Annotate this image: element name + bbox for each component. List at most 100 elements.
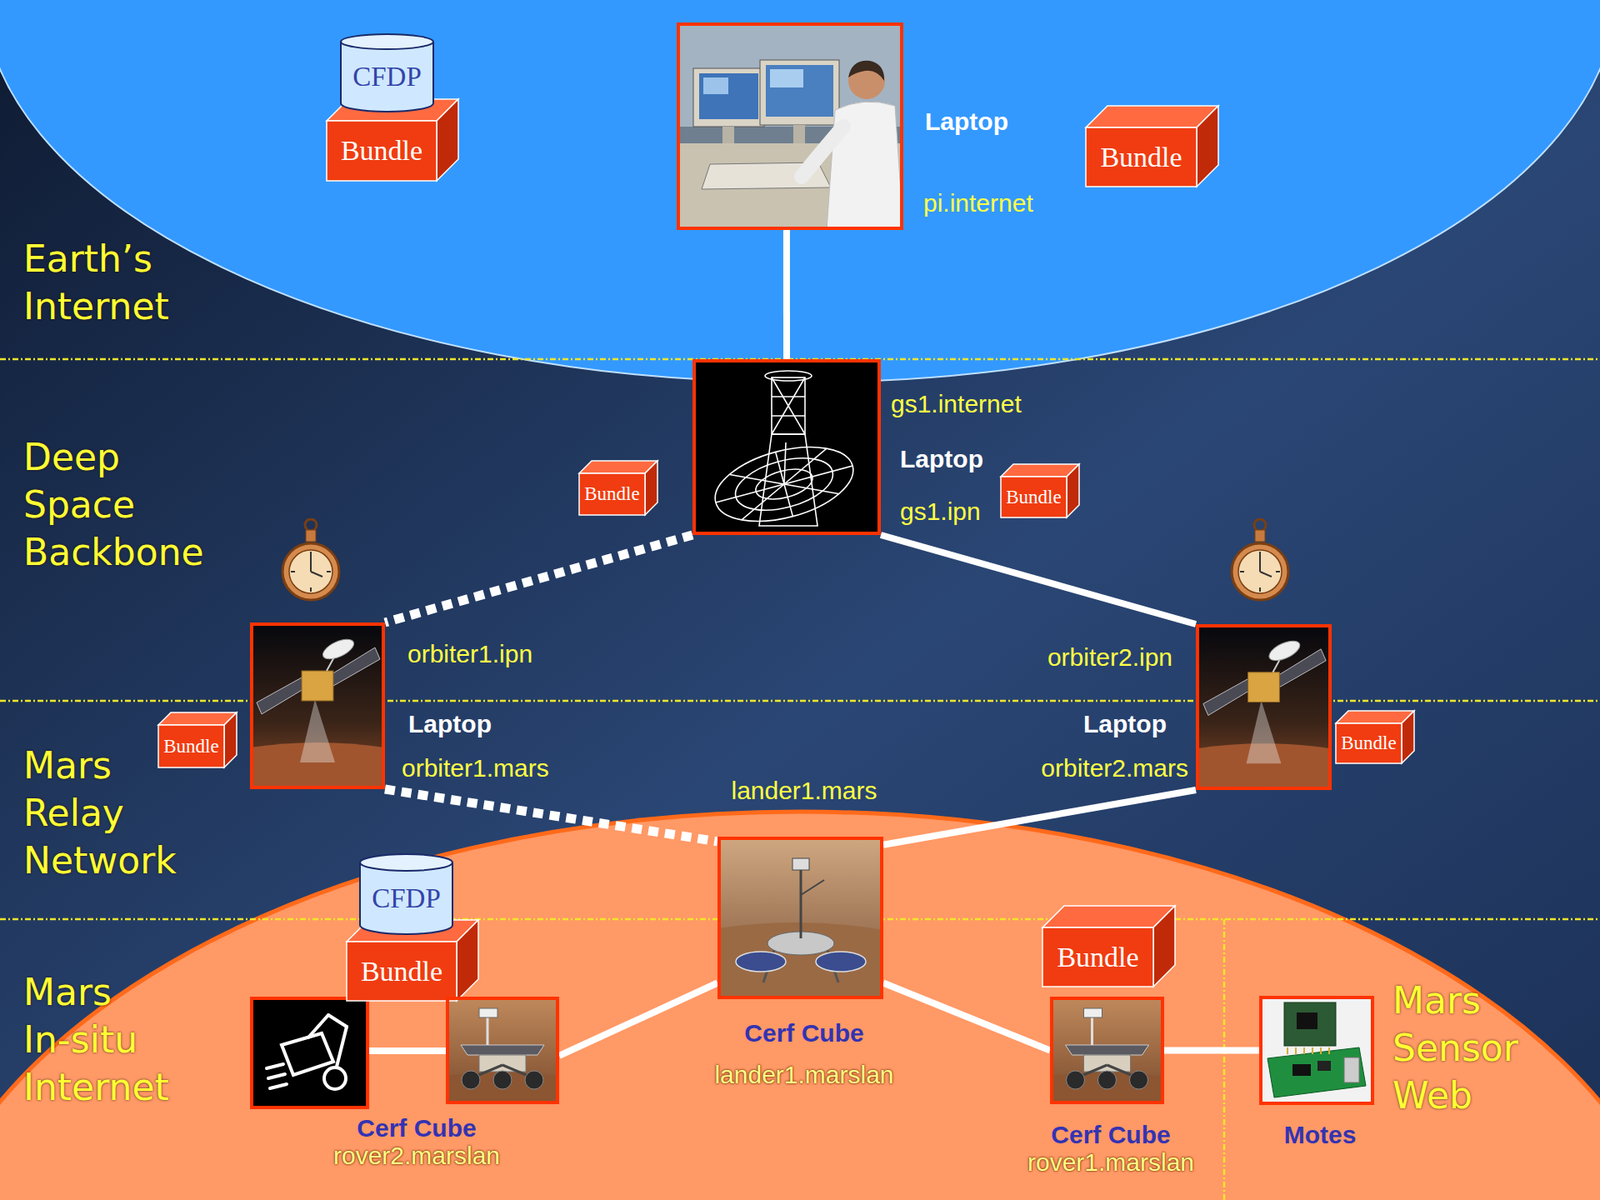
label-holder: Cerf Cube — [356, 1115, 476, 1142]
rect-part — [251, 998, 368, 1108]
rect-part — [1344, 1057, 1360, 1083]
protocol-label: CFDP — [352, 61, 422, 92]
earth-internet-region — [0, 0, 1600, 383]
label-holder: Bundle — [1085, 127, 1197, 187]
region-label: Earth’s Internet — [23, 235, 240, 330]
bundle-cube: Bundle — [1335, 710, 1415, 764]
cube-front — [326, 120, 437, 181]
network-link — [783, 230, 790, 360]
node-label: lander1.marslan — [714, 1061, 894, 1089]
label-holder: Cerf Cube — [744, 1020, 864, 1047]
lander: lander1.marsCerf Cubelander1.marslan — [717, 836, 884, 1000]
node-label: gs1.internet — [890, 390, 1022, 418]
line-part — [771, 395, 805, 398]
g-part — [1287, 1047, 1330, 1055]
cube-front — [579, 473, 645, 515]
rect-part — [703, 77, 729, 95]
region-label: Mars Relay Network — [23, 741, 240, 885]
line-part — [328, 1015, 347, 1027]
network-link — [1164, 1047, 1260, 1055]
label-holder: CFDP — [340, 50, 435, 104]
cylinder-body — [360, 862, 453, 935]
label-holder: lander1.mars — [730, 777, 877, 805]
rover-drawing — [445, 996, 560, 1105]
node-label: orbiter1.ipn — [407, 640, 533, 668]
node-label: lander1.mars — [730, 777, 877, 805]
rover-drawing — [1050, 996, 1165, 1105]
node-label: Motes — [1284, 1121, 1357, 1149]
node-label: Laptop — [925, 108, 1009, 135]
cube-top — [158, 712, 237, 725]
node-label: Laptop — [900, 445, 984, 473]
rect-part — [1259, 995, 1375, 1105]
line-part — [800, 880, 825, 895]
orbiter: orbiter1.ipnLaptoporbiter1.mars — [250, 622, 385, 790]
path-part — [848, 60, 885, 81]
rect-part — [692, 359, 881, 535]
cube-side — [1401, 710, 1415, 764]
user-photo — [676, 22, 904, 230]
cfdp-cylinder: CFDP — [359, 853, 454, 935]
line-part — [784, 442, 786, 485]
line-part — [735, 484, 790, 520]
rect-part — [676, 22, 904, 230]
rect-part — [1284, 1002, 1336, 1046]
path-part — [281, 1033, 334, 1075]
bundle-label: Bundle — [1100, 141, 1182, 173]
lander-drawing — [717, 836, 884, 1000]
bundle-label: Bundle — [340, 135, 423, 166]
stopwatch-icon — [282, 519, 340, 600]
orbiter-drawing — [250, 622, 385, 790]
node-label: orbiter1.mars — [401, 755, 550, 782]
ellipse-part — [765, 370, 812, 381]
layer-divider — [0, 700, 1600, 703]
bundle-label: Bundle — [1340, 732, 1396, 754]
line-part — [1320, 1047, 1322, 1055]
rect-part — [699, 73, 759, 120]
mars-region — [0, 811, 1600, 1200]
stopwatch-icon — [1231, 519, 1289, 600]
rect-part — [1317, 1060, 1331, 1071]
label-holder: Bundle — [579, 473, 645, 515]
layer-dividers — [0, 359, 1600, 1200]
node-label: rover1.marslan — [1027, 1149, 1195, 1176]
label-holder: Laptop — [900, 445, 984, 473]
label-holder: Laptop — [408, 710, 492, 738]
label-holder: lander1.marslan — [714, 1061, 894, 1089]
path-part — [826, 101, 904, 230]
label-holder: Bundle — [1335, 723, 1402, 764]
line-part — [308, 1015, 329, 1038]
g-part — [266, 1015, 347, 1090]
bundle-label: Bundle — [584, 483, 640, 505]
cfdp-cylinder: CFDP — [340, 33, 435, 112]
line-part — [775, 451, 785, 485]
cube-side — [436, 99, 459, 181]
cube-side — [645, 460, 658, 515]
bundle-cube: Bundle — [579, 460, 658, 515]
bundle-cube: Bundle — [1000, 464, 1080, 518]
cube-top — [579, 460, 658, 474]
protocol-label: CFDP — [371, 883, 441, 914]
cube-side — [224, 712, 237, 768]
wire — [369, 1047, 446, 1055]
g-part — [707, 433, 862, 535]
cube-side — [1153, 905, 1175, 987]
cylinder-top — [340, 34, 434, 50]
cube-front — [1085, 127, 1197, 187]
line-part — [771, 415, 805, 417]
rect-part — [693, 68, 765, 127]
network-link — [880, 535, 1196, 625]
line-part — [778, 448, 833, 485]
ellipse-part — [707, 433, 862, 535]
cylinder-top — [360, 854, 453, 871]
label-holder: Bundle — [158, 725, 225, 768]
label-holder: orbiter2.mars — [1040, 755, 1189, 782]
node-label: gs1.ipn — [900, 498, 981, 525]
layer-divider — [1223, 919, 1226, 1200]
orbiter: orbiter2.ipnLaptoporbiter2.mars — [1195, 624, 1332, 790]
user-computer: Laptoppi.internet — [676, 22, 904, 230]
rover: Cerf Cuberover1.marslan — [1050, 996, 1165, 1105]
instrument-icon — [251, 998, 368, 1108]
